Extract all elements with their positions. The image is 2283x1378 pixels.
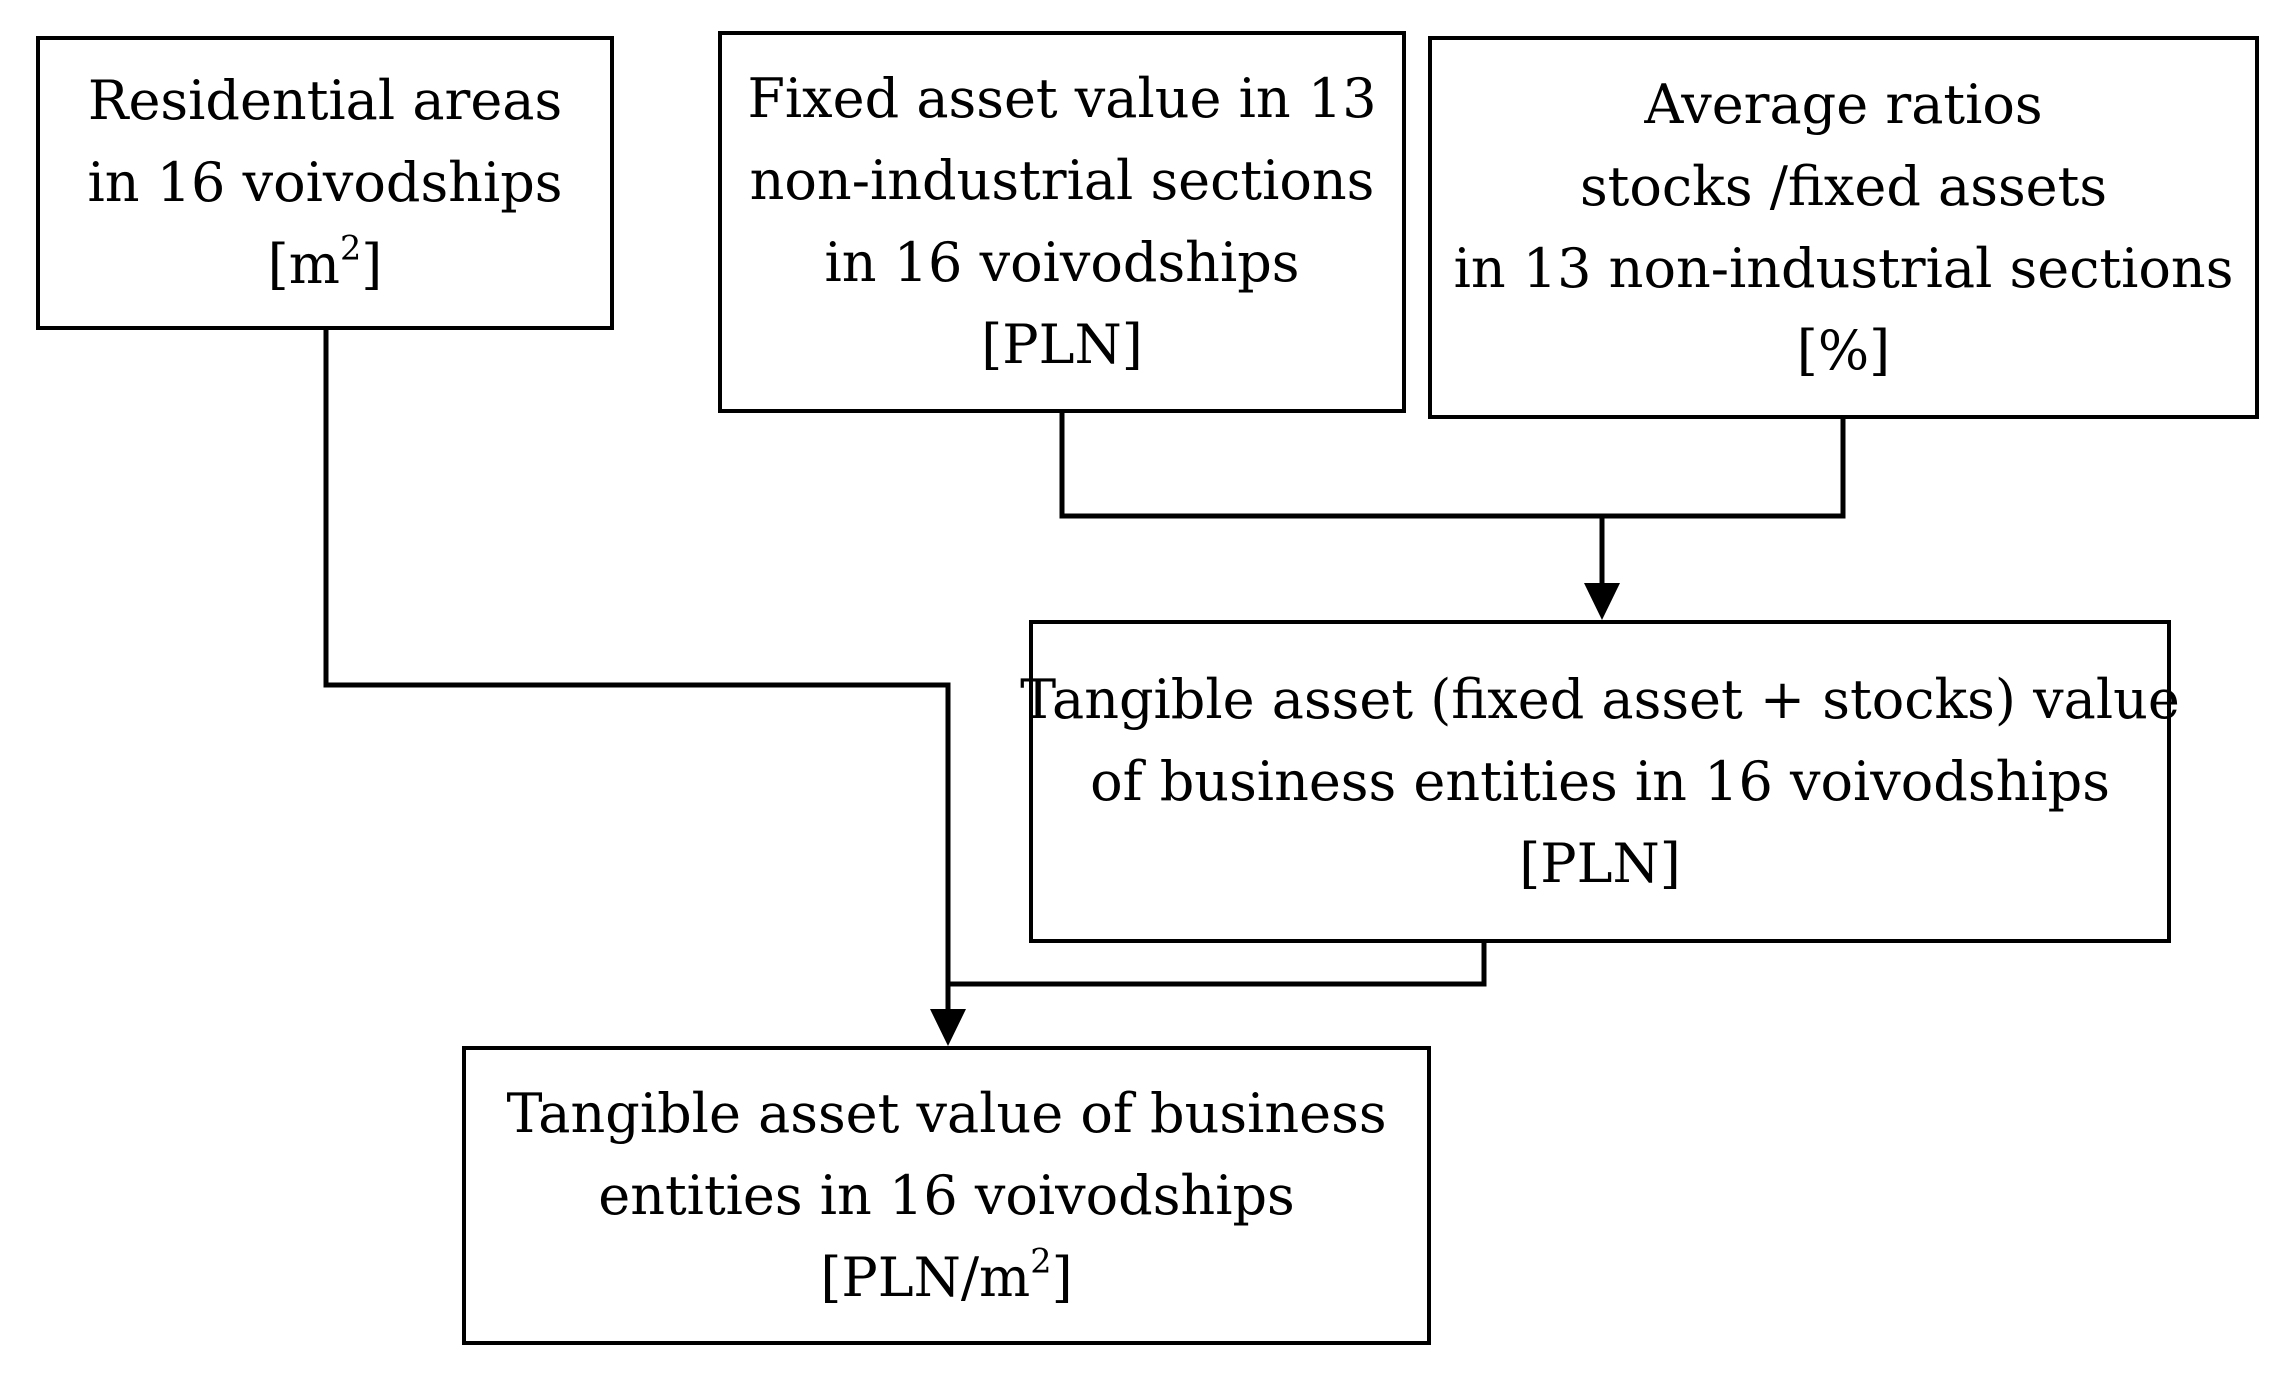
node-unit-label: [PLN] (981, 313, 1143, 376)
node-unit-label: [m2] (267, 228, 383, 296)
connector-ratios-to-merge (1602, 419, 1846, 519)
node-text-line: Average ratios (1644, 72, 2043, 136)
arrowhead-to-tangible (1584, 583, 1620, 620)
residential-areas-node: Residential areas in 16 voivodships [m2] (36, 36, 614, 330)
node-unit-label: [%] (1796, 318, 1891, 382)
tangible-asset-per-area-node: Tangible asset value of business entitie… (462, 1046, 1431, 1345)
fixed-asset-value-node: Fixed asset value in 13 non-industrial s… (718, 31, 1406, 413)
connector-residential-to-result (323, 330, 951, 1010)
connector-fixed-asset-to-merge (1059, 413, 1602, 519)
node-text-line: in 16 voivodships (824, 231, 1300, 294)
node-text-line: in 16 voivodships (87, 151, 563, 214)
average-ratios-node: Average ratios stocks /fixed assets in 1… (1428, 36, 2259, 419)
node-unit-label: [PLN/m2] (820, 1241, 1073, 1309)
tangible-asset-value-node: Tangible asset (fixed asset + stocks) va… (1020, 620, 2180, 943)
connector-tangible-to-result (948, 943, 1487, 987)
node-text-line: Residential areas (87, 69, 563, 132)
arrowhead-to-result (930, 1009, 966, 1046)
node-text-line: Tangible asset value of business (506, 1081, 1387, 1145)
node-text-line: in 13 non-industrial sections (1453, 236, 2234, 300)
node-text-line: entities in 16 voivodships (598, 1163, 1295, 1227)
node-text-line: Fixed asset value in 13 (747, 67, 1377, 130)
node-text-line: non-industrial sections (749, 149, 1375, 212)
node-text-line: Tangible asset (fixed asset + stocks) va… (1020, 667, 2180, 731)
node-text-line: stocks /fixed assets (1579, 154, 2108, 218)
node-text-line: of business entities in 16 voivodships (1090, 749, 2110, 813)
node-unit-label: [PLN] (1519, 831, 1681, 895)
